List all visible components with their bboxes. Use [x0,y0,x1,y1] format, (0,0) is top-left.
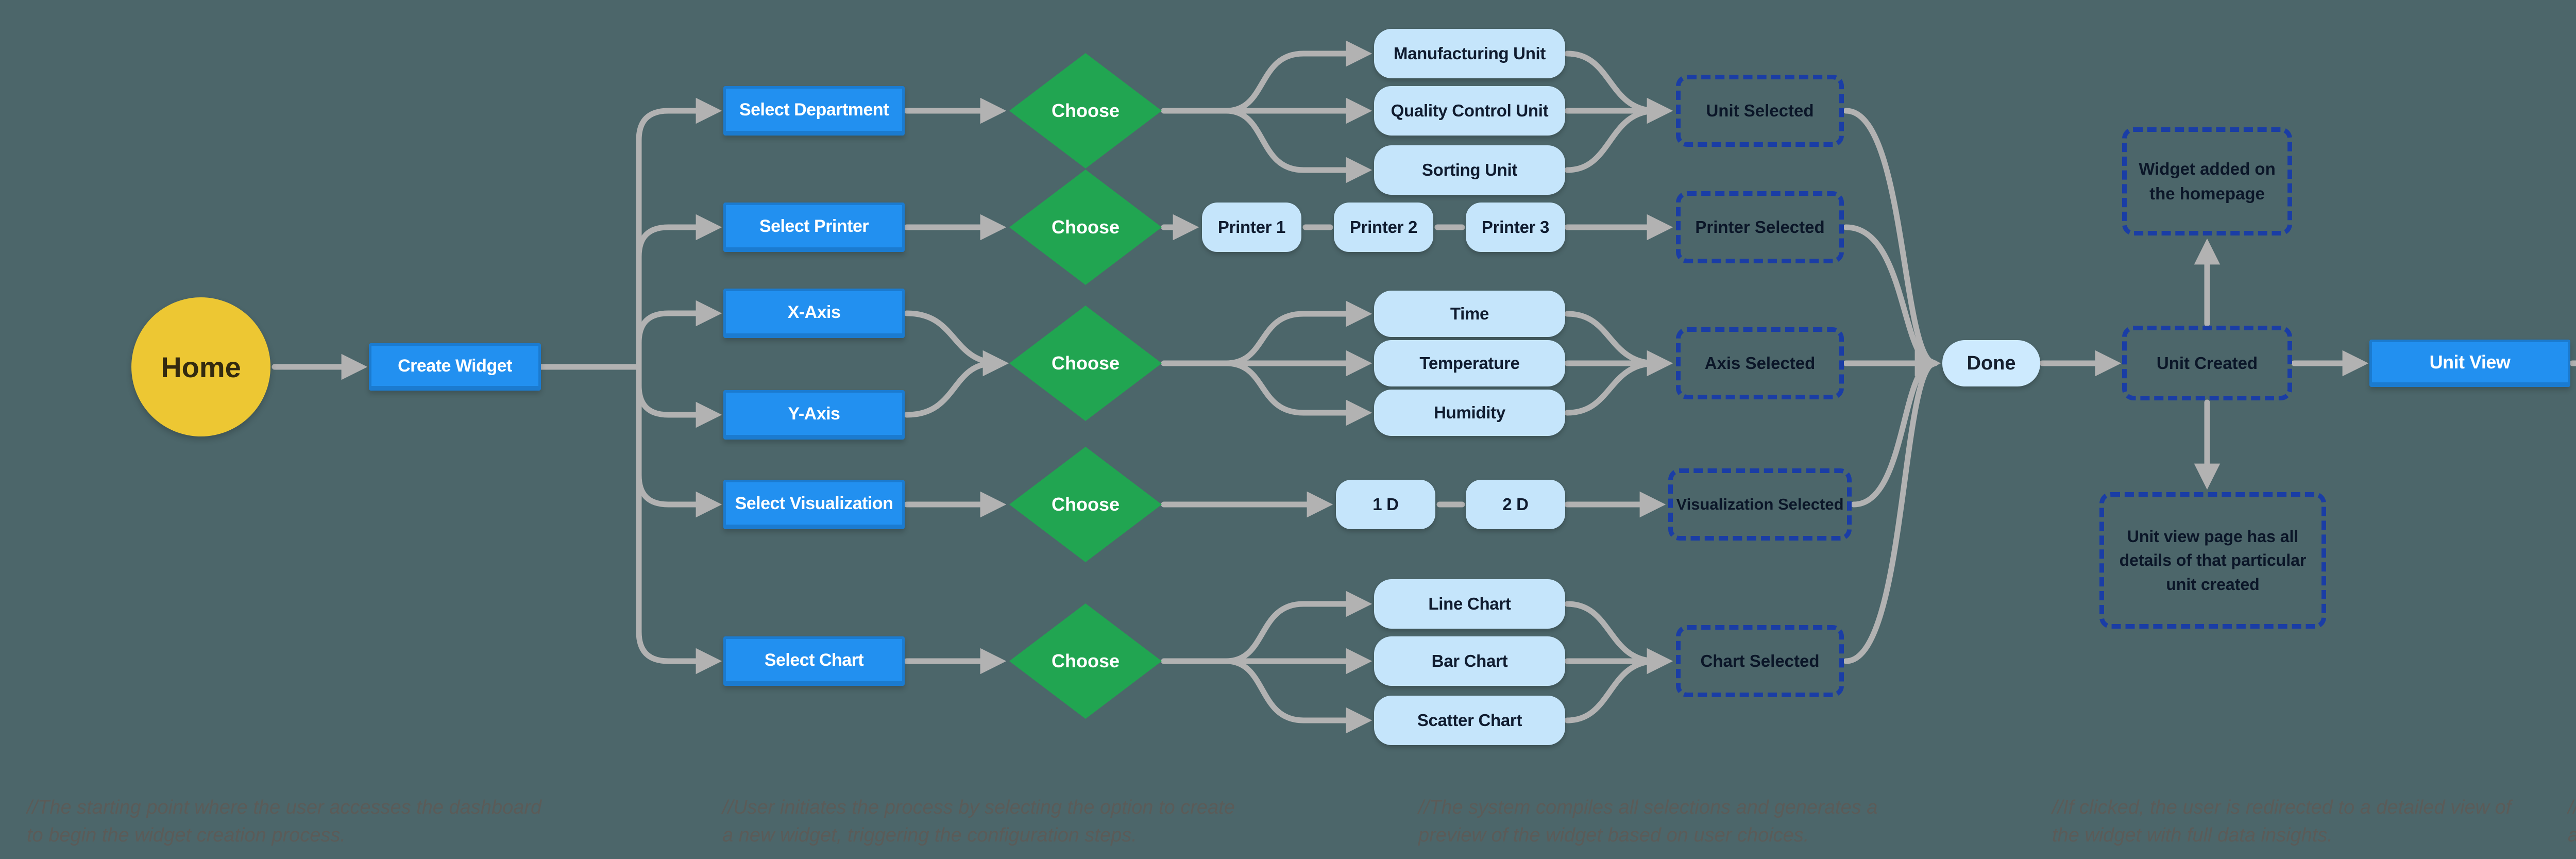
select-visualization-node[interactable]: Select Visualization [723,480,905,529]
printer-2-option[interactable]: Printer 2 [1334,203,1433,252]
annotation-create-widget: //User initiates the process by selectin… [722,797,1235,846]
x-axis-node[interactable]: X-Axis [723,289,905,338]
chart-selected-state[interactable]: Chart Selected [1676,625,1844,697]
visualization-selected-state[interactable]: Visualization Selected [1668,468,1852,541]
one-d-option[interactable]: 1 D [1336,480,1435,529]
annotation-unit-view: //If clicked, the user is redirected to … [2052,797,2512,846]
annotation-home: //The starting point where the user acce… [27,797,542,846]
unit-created-state[interactable]: Unit Created [2122,326,2292,400]
annotation-final: //Final step where the user confirms the… [2568,797,2576,846]
y-axis-node[interactable]: Y-Axis [723,390,905,440]
widget-added-note-box[interactable]: Widget added on the homepage [2122,127,2292,235]
annotation-preview: //The system compiles all selections and… [1418,797,1878,846]
temperature-option[interactable]: Temperature [1374,340,1565,386]
sorting-unit-option[interactable]: Sorting Unit [1374,145,1565,195]
humidity-option[interactable]: Humidity [1374,390,1565,436]
home-terminal[interactable]: Home [131,297,270,436]
select-printer-node[interactable]: Select Printer [723,203,905,252]
quality-control-unit-option[interactable]: Quality Control Unit [1374,86,1565,136]
create-widget-node[interactable]: Create Widget [369,343,541,391]
done-node[interactable]: Done [1942,340,2040,386]
manufacturing-unit-option[interactable]: Manufacturing Unit [1374,29,1565,78]
select-department-node[interactable]: Select Department [723,86,905,136]
printer-1-option[interactable]: Printer 1 [1202,203,1301,252]
unit-selected-state[interactable]: Unit Selected [1676,75,1844,147]
two-d-option[interactable]: 2 D [1466,480,1565,529]
axis-selected-state[interactable]: Axis Selected [1676,327,1844,399]
time-option[interactable]: Time [1374,291,1565,337]
bar-chart-option[interactable]: Bar Chart [1374,636,1565,686]
unit-view-details-box[interactable]: Unit view page has all details of that p… [2099,492,2326,629]
line-chart-option[interactable]: Line Chart [1374,579,1565,629]
printer-selected-state[interactable]: Printer Selected [1676,191,1844,263]
select-chart-node[interactable]: Select Chart [723,636,905,686]
scatter-chart-option[interactable]: Scatter Chart [1374,696,1565,745]
printer-3-option[interactable]: Printer 3 [1466,203,1565,252]
unit-view-node[interactable]: Unit View [2369,340,2570,387]
